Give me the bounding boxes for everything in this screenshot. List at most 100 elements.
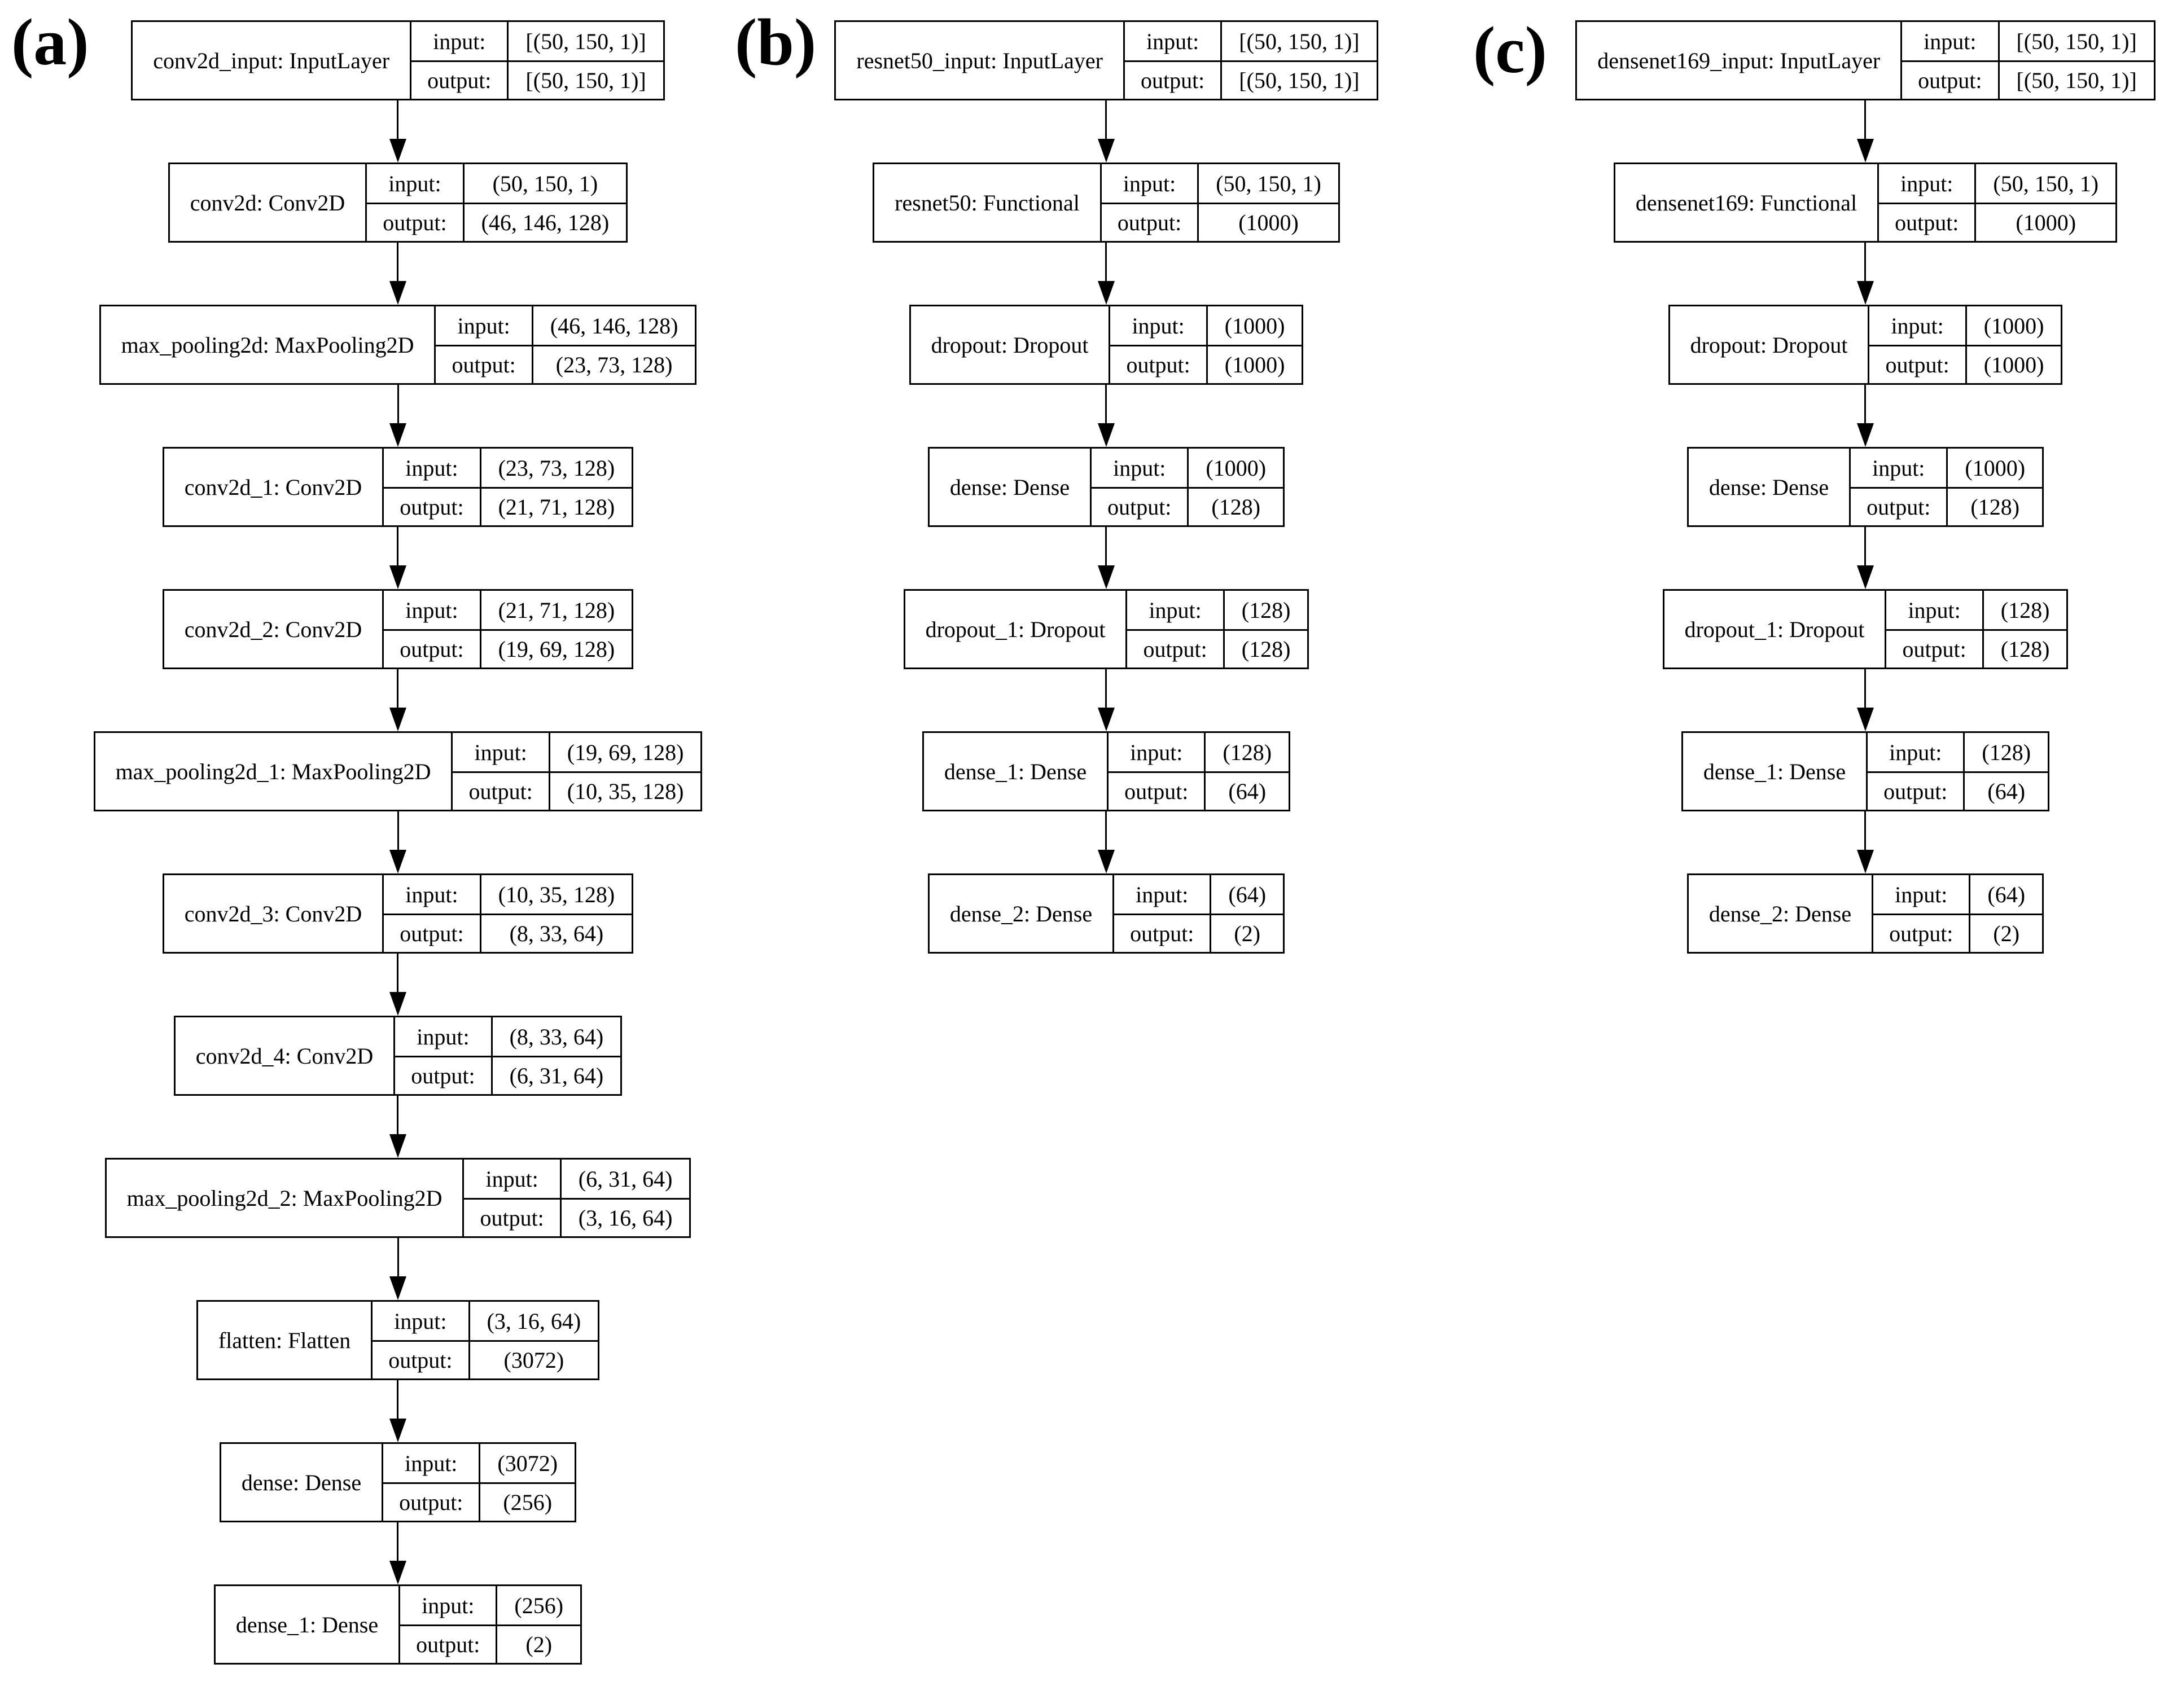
arrow-head-icon	[1097, 708, 1115, 731]
input-label: input:	[405, 455, 458, 481]
layer-node: dropout_1: Dropout input: output: (128) …	[903, 589, 1309, 669]
input-label: input:	[1908, 597, 1961, 623]
arrow-head-icon	[1856, 565, 1874, 589]
shape-value-column: (128) (64)	[1963, 733, 2048, 810]
arrow-stem	[1864, 243, 1867, 281]
arrow-stem	[397, 811, 399, 850]
layer-node-wrap: resnet50: Functional input: output: (50,…	[873, 163, 1340, 305]
layer-name: dropout: Dropout	[1690, 332, 1848, 358]
arrow-head-icon	[1097, 850, 1115, 873]
layer-node: max_pooling2d_1: MaxPooling2D input: out…	[93, 731, 703, 811]
shape-value-column: (19, 69, 128) (10, 35, 128)	[548, 733, 701, 810]
input-shape-value: [(50, 150, 1)]	[2016, 28, 2137, 54]
output-label: output:	[1109, 771, 1204, 810]
layer-flow: conv2d_input: InputLayer input: output: …	[17, 0, 779, 1665]
io-label-column: input: output:	[451, 733, 549, 810]
layer-node-wrap: dense_1: Dense input: output: (128) (64)	[922, 731, 1291, 873]
input-label: input:	[1895, 881, 1948, 907]
shape-value-column: (64) (2)	[1969, 875, 2043, 952]
arrow-stem	[1864, 527, 1867, 565]
layer-node-wrap: conv2d: Conv2D input: output: (50, 150, …	[168, 163, 628, 305]
layer-node: conv2d_4: Conv2D input: output: (8, 33, …	[173, 1016, 623, 1096]
input-shape-value: (1000)	[1965, 455, 2026, 481]
layer-name: dense_2: Dense	[1708, 901, 1852, 927]
layer-node: dense_1: Dense input: output: (256) (2)	[213, 1584, 582, 1665]
layer-node: conv2d_3: Conv2D input: output: (10, 35,…	[162, 873, 634, 954]
output-label: output:	[1127, 629, 1223, 668]
connector-arrow	[1668, 385, 2063, 447]
connector-arrow	[873, 243, 1340, 305]
layer-node-wrap: dense_1: Dense input: output: (256) (2)	[213, 1584, 582, 1665]
arrow-head-icon	[389, 139, 406, 163]
layer-node-wrap: conv2d_2: Conv2D input: output: (21, 71,…	[162, 589, 634, 731]
layer-node: densenet169_input: InputLayer input: out…	[1575, 20, 2156, 100]
layer-node: max_pooling2d_2: MaxPooling2D input: out…	[104, 1158, 691, 1238]
output-label: output:	[1124, 60, 1221, 99]
layer-name: dropout: Dropout	[931, 332, 1089, 358]
input-label: input:	[1924, 28, 1977, 54]
layer-node: dense: Dense input: output: (3072) (256)	[219, 1442, 577, 1522]
layer-node: dense_1: Dense input: output: (128) (64)	[922, 731, 1291, 811]
arrow-stem	[1105, 527, 1107, 565]
layer-node-wrap: dropout_1: Dropout input: output: (128) …	[903, 589, 1309, 731]
layer-node-wrap: densenet169: Functional input: output: (…	[1613, 163, 2118, 305]
output-label: output:	[384, 487, 480, 525]
input-shape-value: (46, 146, 128)	[550, 313, 678, 339]
layer-node-wrap: conv2d_4: Conv2D input: output: (8, 33, …	[173, 1016, 623, 1158]
io-label-column: input: output:	[1090, 449, 1188, 525]
shape-value-column: (3072) (256)	[479, 1444, 575, 1521]
layer-name: max_pooling2d_2: MaxPooling2D	[126, 1185, 443, 1211]
arrow-stem	[1105, 385, 1107, 423]
input-shape-value: (1000)	[1983, 313, 2044, 339]
output-shape-value: (23, 73, 128)	[533, 345, 695, 383]
input-label: input:	[1900, 170, 1953, 196]
io-label-column: input: output:	[365, 164, 463, 241]
input-shape-value: (64)	[1987, 881, 2026, 907]
layer-name: densenet169_input: InputLayer	[1597, 47, 1881, 73]
input-label: input:	[417, 1024, 470, 1050]
input-label: input:	[1149, 597, 1202, 623]
arrow-head-icon	[1856, 139, 1874, 163]
connector-arrow	[99, 385, 697, 447]
input-shape-value: (10, 35, 128)	[498, 881, 615, 907]
layer-node-wrap: dense_2: Dense input: output: (64) (2)	[1686, 873, 2044, 954]
arrow-stem	[1105, 243, 1107, 281]
io-label-column: input: output:	[1868, 306, 1965, 383]
layer-node: conv2d_input: InputLayer input: output: …	[131, 20, 665, 100]
arrow-head-icon	[389, 850, 406, 873]
connector-arrow	[834, 100, 1378, 163]
layer-node-wrap: flatten: Flatten input: output: (3, 16, …	[196, 1300, 600, 1442]
layer-node-wrap: dropout_1: Dropout input: output: (128) …	[1662, 589, 2069, 731]
layer-name: conv2d_2: Conv2D	[184, 616, 362, 642]
io-label-column: input: output:	[410, 22, 507, 99]
layer-name: dense_2: Dense	[949, 901, 1093, 927]
io-label-column: input: output:	[382, 591, 480, 668]
output-label: output:	[436, 345, 532, 383]
input-label: input:	[433, 28, 486, 54]
shape-value-column: (50, 150, 1) (1000)	[1974, 164, 2116, 241]
arrow-stem	[397, 100, 399, 139]
arrow-stem	[397, 669, 399, 708]
shape-value-column: (1000) (1000)	[1965, 306, 2061, 383]
connector-arrow	[163, 669, 633, 731]
layer-name: conv2d_1: Conv2D	[184, 474, 362, 500]
output-shape-value: [(50, 150, 1)]	[1999, 60, 2154, 99]
input-shape-value: (50, 150, 1)	[1216, 170, 1321, 196]
arrow-stem	[397, 1380, 399, 1419]
arrow-stem	[1105, 669, 1107, 708]
output-shape-value: (1000)	[1199, 203, 1338, 241]
io-label-column: input: output:	[1125, 591, 1223, 668]
connector-arrow	[904, 669, 1309, 731]
output-label: output:	[395, 1056, 491, 1094]
input-shape-value: (19, 69, 128)	[567, 739, 684, 765]
shape-value-column: (1000) (128)	[1946, 449, 2043, 525]
layer-node-wrap: max_pooling2d: MaxPooling2D input: outpu…	[99, 305, 697, 447]
layer-name: dropout_1: Dropout	[925, 616, 1106, 642]
output-shape-value: (2)	[1970, 914, 2043, 952]
input-shape-value: (64)	[1228, 881, 1267, 907]
layer-node: conv2d: Conv2D input: output: (50, 150, …	[168, 163, 628, 243]
layer-node-wrap: max_pooling2d_2: MaxPooling2D input: out…	[104, 1158, 691, 1300]
io-label-column: input: output:	[382, 1444, 479, 1521]
layer-name: resnet50: Functional	[895, 190, 1080, 216]
layer-node: dropout: Dropout input: output: (1000) (…	[1668, 305, 2063, 385]
